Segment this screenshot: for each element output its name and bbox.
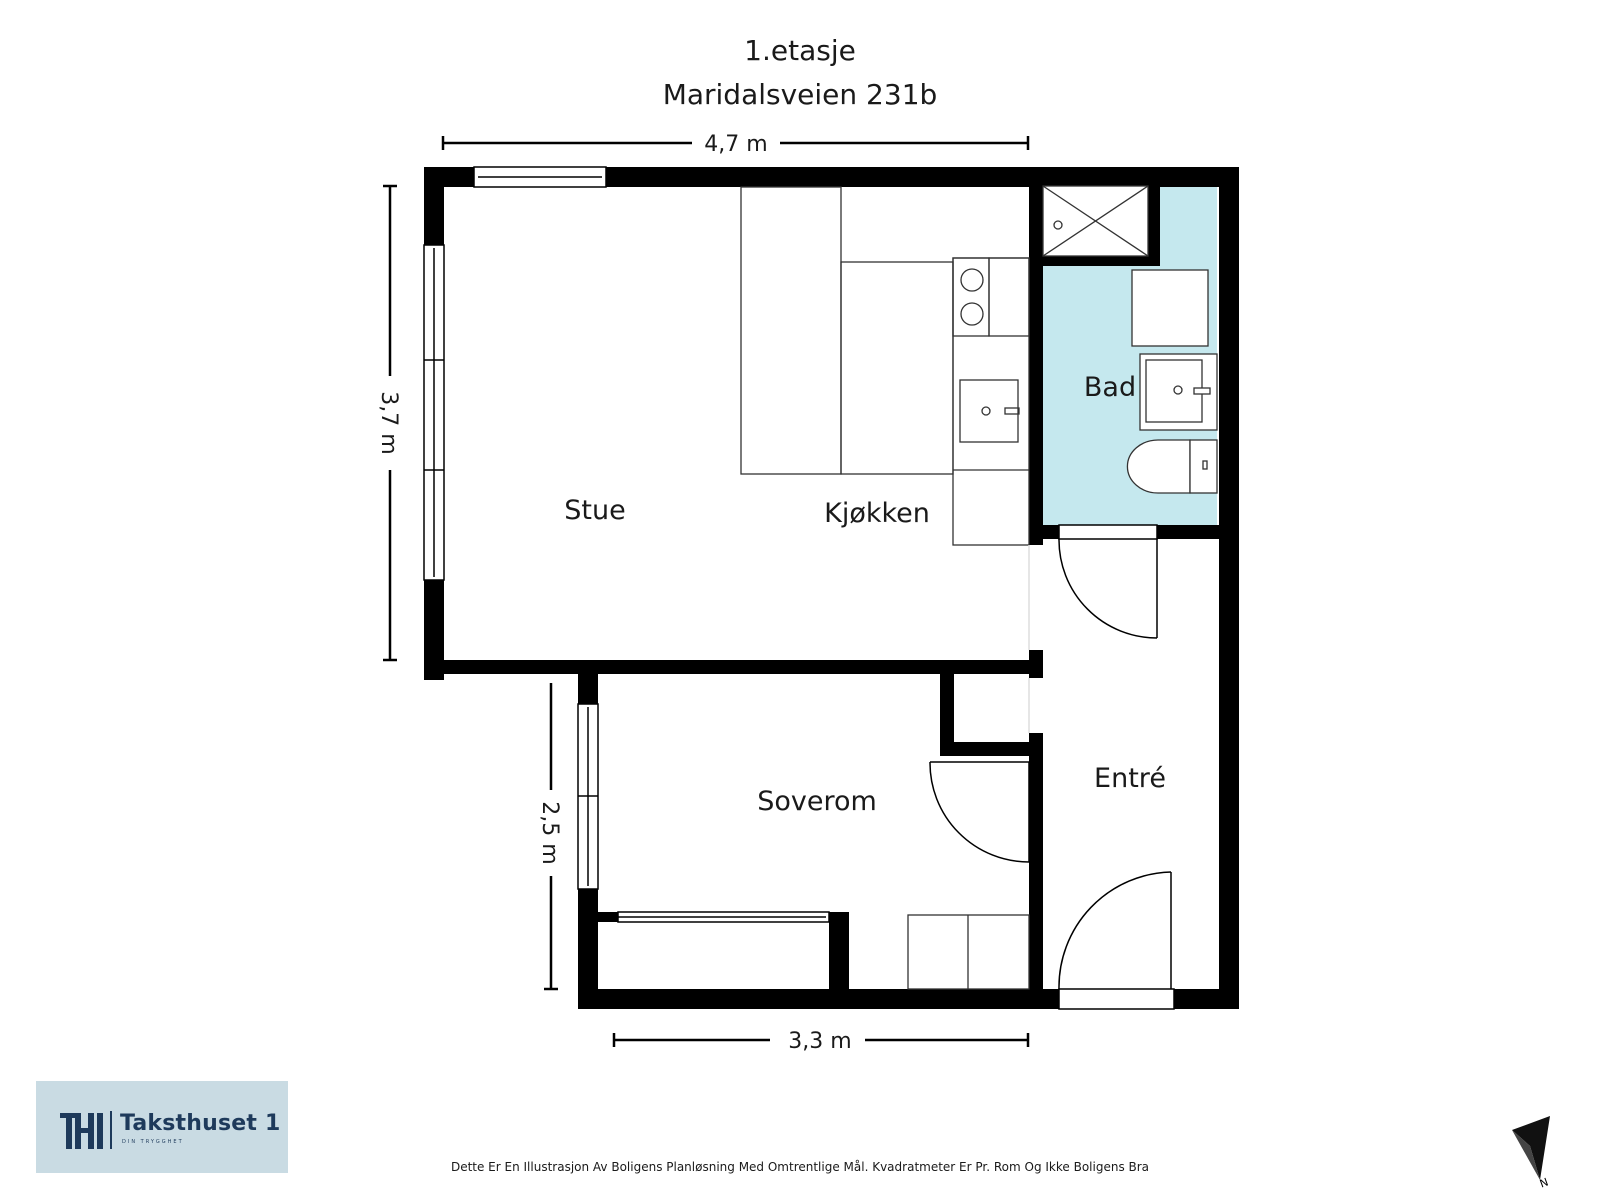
brand-name: Taksthuset 1 (120, 1111, 281, 1136)
floor-level-title: 1.etasje (744, 34, 856, 67)
taksthuset-logo-icon (60, 1113, 103, 1149)
dimension-bottom-width: 3,3 m (788, 1029, 851, 1054)
windows (423, 166, 830, 923)
dimension-top-width: 4,7 m (704, 132, 767, 157)
doors (929, 524, 1175, 1010)
room-label-bad: Bad (1084, 372, 1136, 403)
compass-label: N (1538, 1176, 1550, 1188)
dimension-lines (383, 136, 1030, 1047)
address-title: Maridalsveien 231b (662, 78, 938, 111)
room-label-entre: Entré (1094, 763, 1166, 794)
bedroom-fixtures (907, 914, 1030, 990)
dimension-bedroom-height: 2,5 m (537, 801, 562, 864)
brand-logo: Taksthuset 1 DIN TRYGGHET (36, 1081, 288, 1173)
north-arrow-icon: N (1512, 1116, 1550, 1188)
kitchen-fixtures (740, 186, 1030, 546)
room-label-soverom: Soverom (757, 786, 877, 817)
room-label-stue: Stue (564, 495, 625, 526)
dimension-left-height: 3,7 m (376, 391, 401, 454)
room-label-kjokken: Kjøkken (824, 498, 930, 529)
bathroom-fixtures (1042, 185, 1218, 494)
logo-separator (110, 1111, 112, 1149)
disclaimer-text: Dette Er En Illustrasjon Av Boligens Pla… (450, 1160, 1150, 1174)
brand-tagline: DIN TRYGGHET (122, 1139, 184, 1145)
